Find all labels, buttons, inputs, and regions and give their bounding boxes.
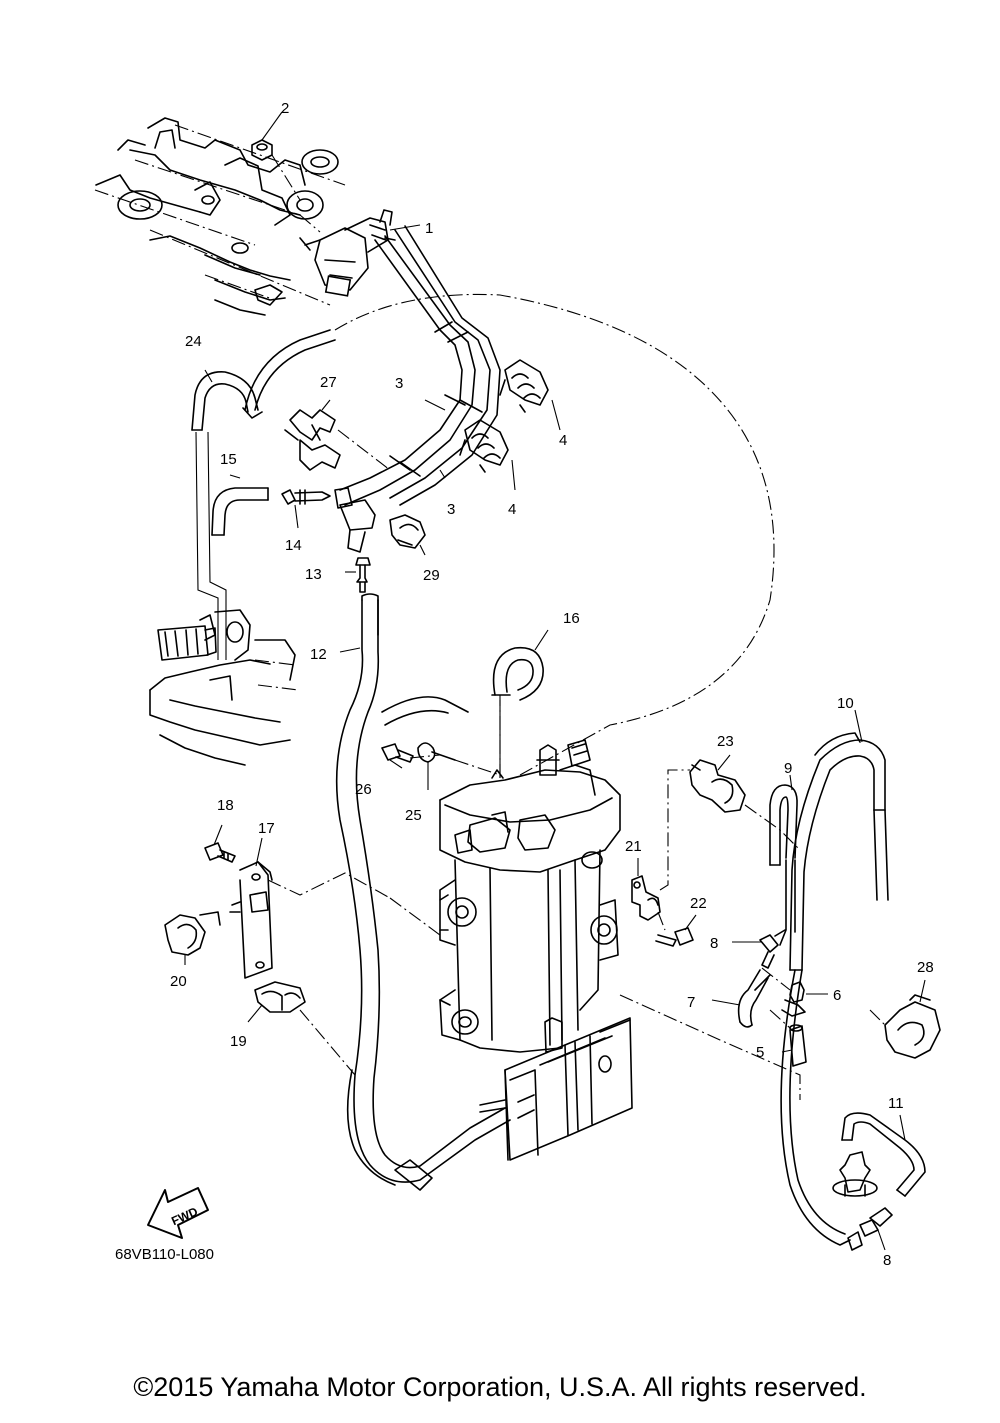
clip-part [689,759,746,813]
engine-head-outline [94,117,346,316]
connector-part [157,625,217,661]
callout-29: 29 [423,567,440,584]
callout-9: 9 [784,760,792,777]
bolt-part [204,842,236,863]
clip-part [417,742,456,763]
callout-4b: 4 [508,501,516,518]
callout-13: 13 [305,566,322,583]
clamp-part [254,981,306,1013]
callout-7: 7 [687,994,695,1011]
canister-part [479,1017,633,1161]
hose-part [211,487,269,536]
hose-part [191,329,336,431]
callout-18: 18 [217,797,234,814]
hose-part [780,969,926,1246]
callout-8a: 8 [710,935,718,952]
fitting-part [847,1207,893,1251]
callout-27: 27 [320,374,337,391]
fwd-arrow: FWD [147,1187,209,1239]
clip-part [631,875,661,921]
hose-part [737,969,771,1028]
callout-4a: 4 [559,432,567,449]
clip-part [284,409,341,471]
callout-28: 28 [917,959,934,976]
fuel-pump-body [439,739,621,1053]
callout-1: 1 [425,220,433,237]
bracket-part [229,861,273,979]
callout-2: 2 [281,100,289,117]
callout-5: 5 [756,1044,764,1061]
callout-6: 6 [833,987,841,1004]
clamp-part [459,359,549,473]
sensor-part [832,1151,878,1197]
dashed-guide [267,154,886,1100]
callout-24: 24 [185,333,202,350]
callout-11: 11 [888,1095,904,1112]
callout-25: 25 [405,807,422,824]
callout-3a: 3 [395,375,403,392]
callout-23: 23 [717,733,734,750]
callout-8b: 8 [883,1252,891,1269]
bolt-part [655,927,694,947]
callout-leader [184,111,926,1251]
clamp-part [884,994,941,1059]
hose-part [334,225,501,553]
hose-line [195,431,227,660]
hose-part [769,784,798,946]
callout-3b: 3 [447,501,455,518]
callout-15: 15 [220,451,237,468]
bolt-part [381,743,414,763]
callout-17: 17 [258,820,275,837]
fwd-label: FWD [169,1204,200,1228]
diagram-code: 68VB110-L080 [115,1246,214,1263]
callout-12: 12 [310,646,327,663]
callout-26: 26 [355,781,372,798]
callout-labels: 1 2 3 3 4 4 5 6 7 8 8 9 10 11 12 13 14 1… [170,100,934,1269]
engine-block-outline [149,609,299,766]
callout-21: 21 [625,838,642,855]
hose-part [789,732,889,971]
nut-part [251,139,273,161]
clamp-part [164,911,221,956]
fitting-part [759,929,786,969]
solenoid-valve-part [299,209,396,297]
callout-10: 10 [837,695,854,712]
hose-part [335,593,511,1191]
copyright-notice: ©2015 Yamaha Motor Corporation, U.S.A. A… [133,1372,867,1402]
callout-20: 20 [170,973,187,990]
fitting-part [355,557,371,593]
callout-19: 19 [230,1033,247,1050]
callout-14: 14 [285,537,302,554]
clip-part [389,514,426,549]
fitting-part [281,489,331,505]
callout-22: 22 [690,895,707,912]
dashed-guide [334,293,775,776]
callout-16: 16 [563,610,580,627]
